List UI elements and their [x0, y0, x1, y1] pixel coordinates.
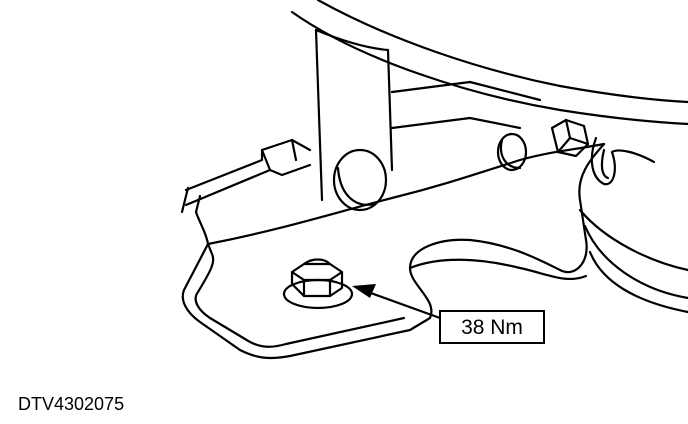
torque-label-box [439, 310, 545, 344]
strut-end-cap [332, 148, 388, 212]
upper-housing-outline [290, 10, 688, 126]
lower-hex-bolt-faces [290, 270, 344, 298]
channel-rail-top [184, 138, 312, 192]
figure-code: DTV4302075 [18, 394, 124, 414]
vertical-strut-right-edge [386, 48, 394, 172]
wire-clip [590, 136, 656, 186]
vertical-strut-left-edge [314, 28, 324, 202]
upper-housing-inner-line [316, 0, 688, 104]
back-rail-lower [390, 116, 522, 130]
upper-hex-bolt-face [556, 118, 590, 154]
mount-hole-shade [499, 138, 522, 170]
channel-rail-lip [180, 186, 202, 214]
leader-arrowhead [352, 284, 376, 298]
hub-dish-outline [578, 208, 688, 272]
bracket-plate-cutout [408, 258, 588, 281]
torque-label: 38 Nm [461, 316, 523, 339]
channel-rail-upright [260, 138, 298, 172]
hub-dish-rim [583, 224, 688, 300]
bracket-plate-inner [194, 242, 406, 348]
channel-rail-front [184, 163, 312, 207]
vertical-strut-top-edge [314, 28, 390, 52]
lower-hex-bolt-top [302, 258, 332, 266]
hub-dish-lower [588, 250, 688, 314]
bracket-plate-top-edge [206, 142, 606, 246]
mount-hole [496, 132, 528, 172]
back-rail-upper [390, 80, 542, 102]
leader-line [366, 290, 442, 320]
strut-end-cap-shadow [336, 166, 376, 206]
wire-clip-inner [600, 148, 610, 180]
